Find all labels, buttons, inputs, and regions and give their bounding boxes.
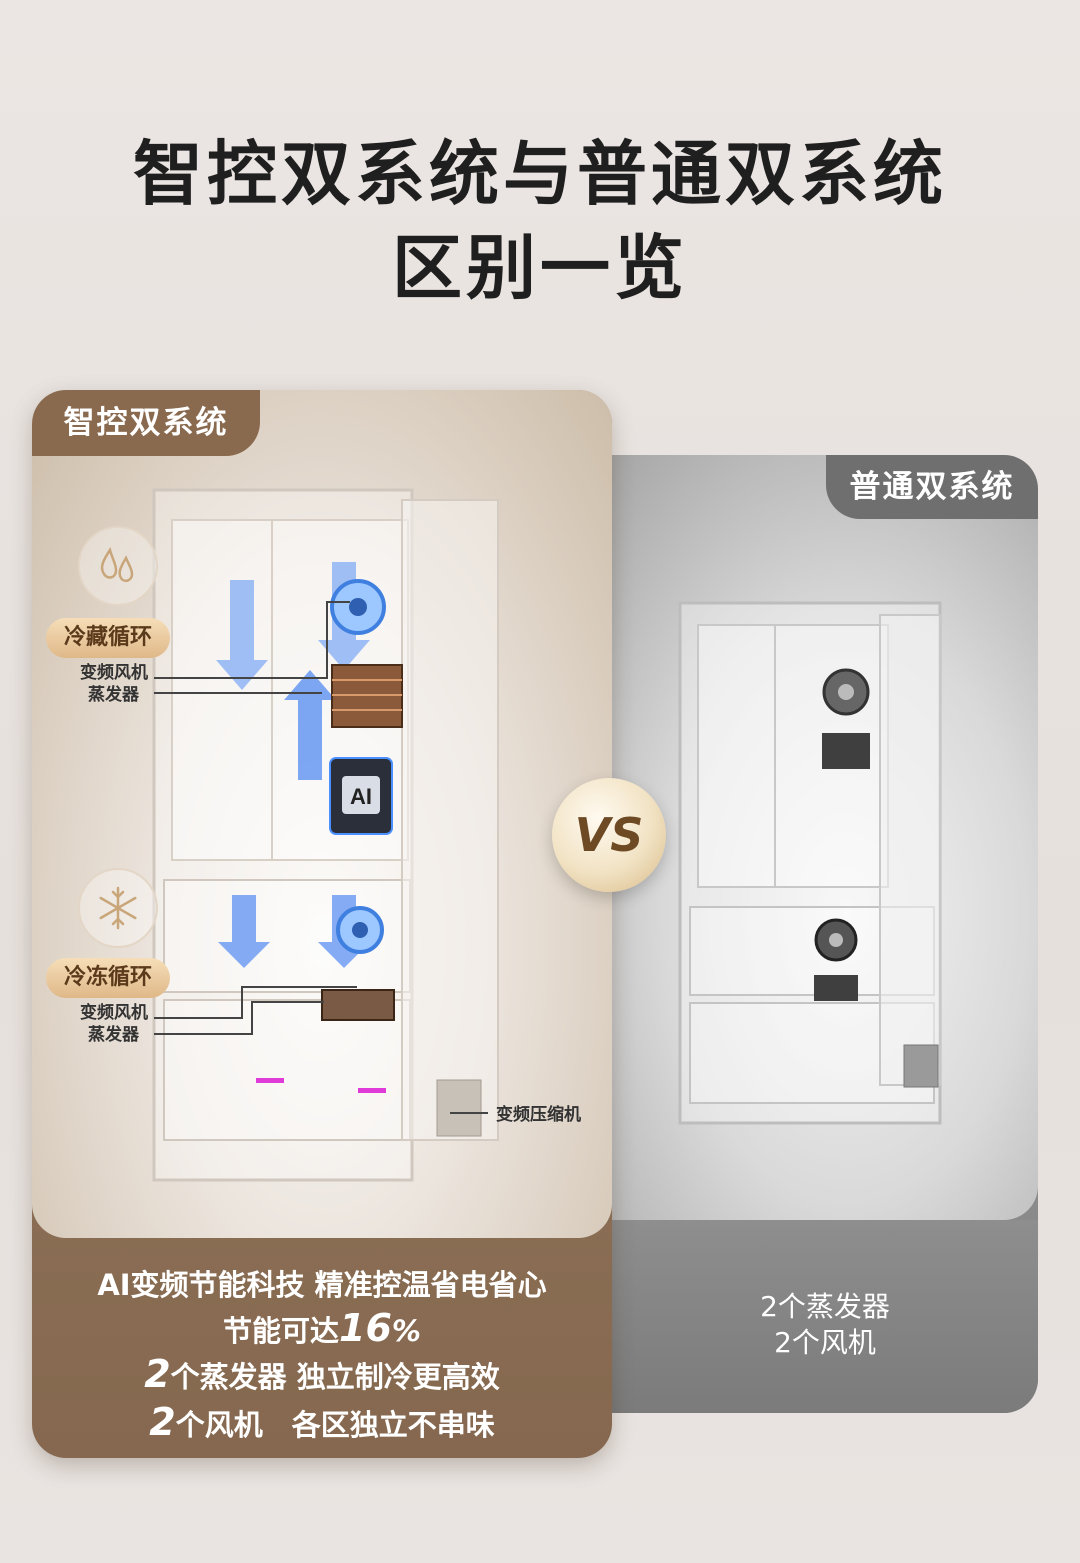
smart-feature-line-3: 2个蒸发器 独立制冷更高效 [32, 1352, 612, 1396]
normal-system-card: 普通双系统 2个蒸发器 2个风机 [560, 455, 1038, 1413]
evaporator-icon [822, 733, 870, 769]
evaporator-icon [814, 975, 858, 1001]
vs-badge: VS [552, 778, 666, 892]
smart-fridge-illustration: AI [152, 488, 499, 1182]
smart-system-tag: 智控双系统 [32, 390, 260, 456]
fan-text: 个风机 各区独立不串味 [175, 1408, 495, 1442]
fridge-fan-label: 变频风机 [80, 663, 148, 683]
freezer-cycle-label: 冷冻循环 [46, 958, 171, 998]
airflow-arrow-icon [218, 895, 270, 968]
energy-saving-prefix: 节能可达 [223, 1314, 340, 1348]
evaporator-count: 2 [144, 1352, 171, 1396]
fridge-evaporator-label: 蒸发器 [88, 685, 139, 705]
energy-saving-value: 16 [339, 1306, 392, 1350]
normal-fan-count: 2个风机 [774, 1326, 876, 1359]
water-drops-icon [78, 526, 158, 606]
freezer-fan-label: 变频风机 [80, 1003, 148, 1023]
evaporator-text: 个蒸发器 独立制冷更高效 [170, 1360, 500, 1394]
compressor-icon [903, 1044, 939, 1088]
normal-system-description [560, 1220, 1038, 1413]
normal-evaporator-count: 2个蒸发器 [760, 1290, 890, 1323]
smart-feature-line-4: 2个风机 各区独立不串味 [32, 1400, 612, 1444]
snowflake-icon [78, 868, 158, 948]
compressor-icon [436, 1079, 482, 1137]
smart-feature-line-1: AI变频节能科技 精准控温省电省心 [97, 1268, 547, 1302]
smart-fridge-image: AI [32, 390, 612, 1238]
normal-fridge-illustration [678, 601, 942, 1125]
ai-chip-label: AI [350, 784, 372, 809]
page-title-line-2: 区别一览 [392, 227, 688, 309]
airflow-arrow-icon [216, 580, 268, 690]
smart-system-card: AI 智控双系统 冷藏循环 变频风机 蒸发器 [32, 390, 612, 1458]
airflow-arrow-icon [284, 670, 336, 780]
fridge-cycle-label: 冷藏循环 [46, 618, 171, 658]
freezer-evaporator-label: 蒸发器 [88, 1025, 139, 1045]
evaporator-icon [321, 989, 395, 1021]
compressor-label: 变频压缩机 [496, 1105, 581, 1125]
energy-saving-unit: % [391, 1314, 421, 1348]
page-title-line-1: 智控双系统与普通双系统 [133, 133, 947, 215]
normal-system-tag: 普通双系统 [826, 455, 1038, 519]
fan-count: 2 [149, 1400, 176, 1444]
normal-fridge-image [560, 455, 1038, 1220]
smart-feature-line-2: 节能可达16% [32, 1306, 612, 1350]
